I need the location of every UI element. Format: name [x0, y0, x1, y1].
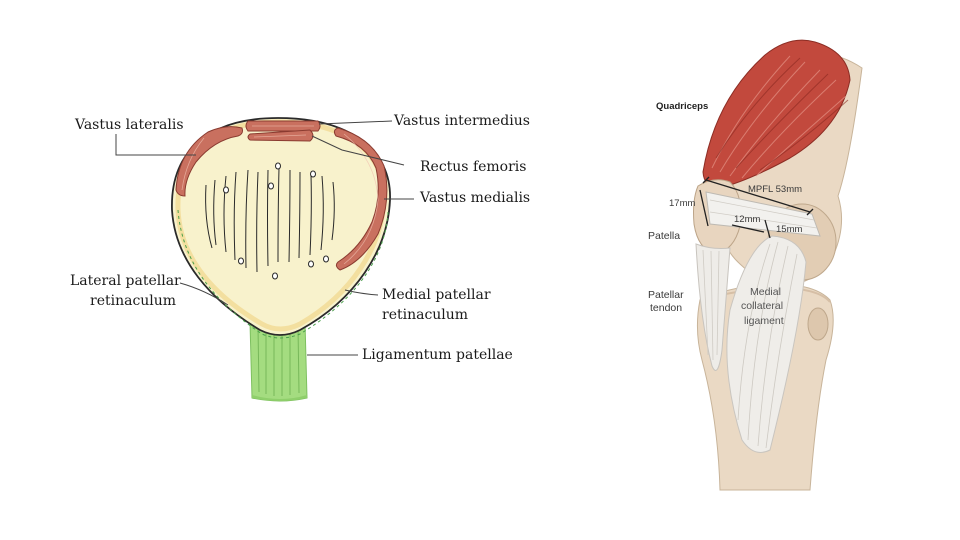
label-rectus-femoris: Rectus femoris	[420, 158, 526, 176]
label-lateral-retinaculum-line2: retinaculum	[90, 292, 176, 310]
label-ligamentum-patellae: Ligamentum patellae	[362, 346, 513, 364]
label-patella: Patella	[648, 231, 680, 242]
label-15mm: 15mm	[776, 224, 802, 235]
label-mcl-line2: collateral	[741, 301, 783, 312]
label-medial-retinaculum-line2: retinaculum	[382, 306, 468, 324]
label-vastus-medialis: Vastus medialis	[420, 189, 530, 207]
label-mpfl: MPFL 53mm	[748, 184, 802, 195]
label-patellar-tendon-line1: Patellar	[648, 290, 684, 301]
knee-illustration	[694, 40, 863, 490]
label-medial-retinaculum-line1: Medial patellar	[382, 286, 491, 304]
label-quadriceps: Quadriceps	[656, 101, 708, 112]
label-mcl-line1: Medial	[750, 287, 781, 298]
label-vastus-lateralis: Vastus lateralis	[75, 116, 184, 134]
label-vastus-intermedius: Vastus intermedius	[394, 112, 530, 130]
label-patellar-tendon-line2: tendon	[650, 303, 682, 314]
label-mcl-line3: ligament	[744, 316, 784, 327]
label-lateral-retinaculum-line1: Lateral patellar	[70, 272, 181, 290]
label-17mm: 17mm	[669, 198, 695, 209]
label-12mm: 12mm	[734, 214, 760, 225]
